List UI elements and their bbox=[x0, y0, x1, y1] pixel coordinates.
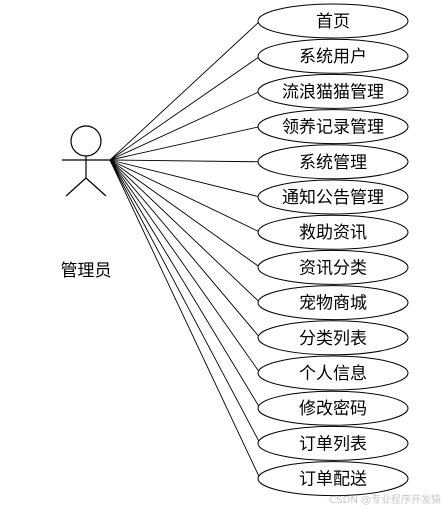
use-case-label: 首页 bbox=[316, 12, 350, 32]
use-case: 订单配送 bbox=[257, 461, 409, 497]
actor-leg-left bbox=[65, 177, 87, 197]
use-case-ellipse bbox=[257, 320, 409, 356]
use-case: 领养记录管理 bbox=[257, 109, 409, 145]
actor-figure bbox=[62, 125, 110, 197]
use-case-ellipse bbox=[257, 285, 409, 321]
use-case-ellipse bbox=[257, 249, 409, 285]
use-case: 个人信息 bbox=[257, 355, 409, 391]
actor-label: 管理员 bbox=[61, 261, 112, 281]
use-case: 宠物商城 bbox=[257, 285, 409, 321]
association-line bbox=[109, 20, 261, 161]
association-line bbox=[109, 159, 261, 374]
use-case: 首页 bbox=[257, 3, 409, 39]
use-case-label: 修改密码 bbox=[299, 399, 367, 419]
use-case: 通知公告管理 bbox=[257, 179, 409, 215]
association-line bbox=[109, 159, 261, 444]
association-line bbox=[109, 55, 261, 161]
use-case-ellipse bbox=[257, 179, 409, 215]
association-line bbox=[109, 159, 261, 233]
use-case: 分类列表 bbox=[257, 320, 409, 356]
association-line bbox=[109, 159, 261, 339]
association-line bbox=[109, 159, 261, 163]
use-case-ellipse bbox=[257, 73, 409, 109]
use-case-ellipse bbox=[257, 144, 409, 180]
use-case-label: 宠物商城 bbox=[299, 294, 367, 314]
use-case-ellipse bbox=[257, 390, 409, 426]
use-case: 救助资讯 bbox=[257, 214, 409, 250]
use-case-label: 领养记录管理 bbox=[282, 118, 384, 138]
use-case-list: 首页系统用户流浪猫猫管理领养记录管理系统管理通知公告管理救助资讯资讯分类宠物商城… bbox=[257, 3, 409, 497]
use-case: 修改密码 bbox=[257, 390, 409, 426]
use-case-ellipse bbox=[257, 425, 409, 461]
use-case-label: 个人信息 bbox=[299, 364, 367, 384]
use-case: 系统用户 bbox=[257, 38, 409, 74]
use-case: 系统管理 bbox=[257, 144, 409, 180]
use-case-label: 救助资讯 bbox=[299, 223, 367, 243]
use-case-label: 系统用户 bbox=[299, 47, 367, 67]
association-line bbox=[109, 159, 261, 303]
use-case-ellipse bbox=[257, 355, 409, 391]
association-line bbox=[109, 90, 261, 161]
use-case-label: 流浪猫猫管理 bbox=[282, 82, 384, 102]
use-case-label: 订单配送 bbox=[299, 470, 367, 490]
use-case: 订单列表 bbox=[257, 425, 409, 461]
use-case: 资讯分类 bbox=[257, 249, 409, 285]
use-case-label: 系统管理 bbox=[299, 153, 367, 173]
watermark: CSDN @专业程序开发猿 bbox=[329, 495, 441, 506]
association-line bbox=[109, 159, 261, 268]
use-case-ellipse bbox=[257, 214, 409, 250]
association-lines bbox=[109, 20, 261, 479]
association-line bbox=[109, 159, 261, 479]
use-case-ellipse bbox=[257, 461, 409, 497]
association-line bbox=[109, 126, 261, 161]
actor-leg-right bbox=[85, 177, 107, 197]
use-case-label: 通知公告管理 bbox=[282, 188, 384, 208]
use-case-ellipse bbox=[257, 109, 409, 145]
use-case-label: 订单列表 bbox=[299, 434, 367, 454]
use-case-label: 分类列表 bbox=[299, 329, 367, 349]
use-case-ellipse bbox=[257, 38, 409, 74]
use-case: 流浪猫猫管理 bbox=[257, 73, 409, 109]
use-case-label: 资讯分类 bbox=[299, 258, 367, 278]
use-case-ellipse bbox=[257, 3, 409, 39]
association-line bbox=[109, 159, 261, 198]
association-line bbox=[109, 159, 261, 409]
actor-head bbox=[70, 125, 102, 157]
